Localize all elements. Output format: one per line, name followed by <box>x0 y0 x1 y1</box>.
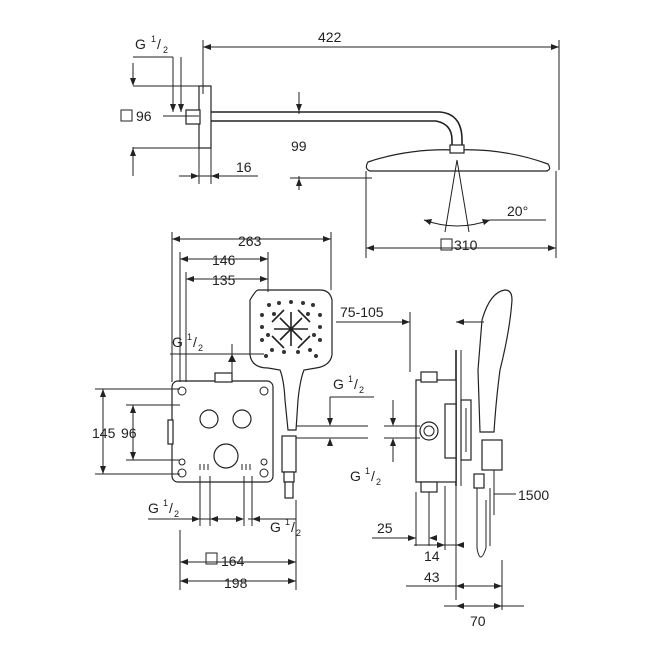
thread-label-top: G <box>135 36 146 52</box>
svg-text:2: 2 <box>163 45 168 55</box>
overhead-shower-view: 422 G 1 / 2 96 99 16 <box>120 29 560 258</box>
svg-text:2: 2 <box>296 528 301 538</box>
dim-422: 422 <box>318 29 342 45</box>
valve-knob-right <box>232 409 252 429</box>
spray-dots <box>260 300 322 358</box>
svg-text:/: / <box>291 519 295 535</box>
dim-164: 164 <box>221 553 245 569</box>
dim-263: 263 <box>238 233 262 249</box>
dim-14: 14 <box>424 548 440 564</box>
svg-text:2: 2 <box>174 509 179 519</box>
thread-label-bottom-left: G <box>148 500 159 516</box>
svg-text:/: / <box>354 376 358 392</box>
svg-text:1: 1 <box>365 466 370 476</box>
dim-145: 145 <box>92 425 116 441</box>
svg-text:/: / <box>169 500 173 516</box>
square-symbol-310 <box>440 238 453 251</box>
side-view: 75-105 G 1 / 2 25 14 43 <box>336 289 549 629</box>
shower-head <box>365 149 551 172</box>
valve-knob-left <box>199 409 219 429</box>
thread-label-side: G <box>350 468 361 484</box>
thread-label-box-top: G <box>172 334 183 350</box>
svg-text:1: 1 <box>187 332 192 342</box>
svg-text:1: 1 <box>348 374 353 384</box>
dim-99: 99 <box>291 138 307 154</box>
svg-text:/: / <box>157 36 161 52</box>
dim-43: 43 <box>424 569 440 585</box>
head-connector <box>449 144 465 154</box>
hose-outlet <box>281 435 297 473</box>
square-symbol-164 <box>205 552 218 565</box>
svg-text:2: 2 <box>359 385 364 395</box>
dim-70: 70 <box>470 613 486 629</box>
hose <box>476 488 491 558</box>
dim-96-box: 96 <box>121 425 137 441</box>
box-side-tab <box>167 419 174 445</box>
svg-text:/: / <box>193 334 197 350</box>
shower-arm <box>211 111 463 150</box>
box-top-tab <box>214 372 233 383</box>
valve-cartridge <box>213 443 239 469</box>
dim-198: 198 <box>224 575 248 591</box>
wall-flange <box>198 85 212 149</box>
dim-135: 135 <box>212 272 236 288</box>
svg-text:2: 2 <box>376 477 381 487</box>
thread-label-outlet: G <box>333 376 344 392</box>
svg-text:1: 1 <box>163 498 168 508</box>
dim-310: 310 <box>454 237 478 253</box>
flange-collar <box>185 109 201 125</box>
thread-label-bottom-right: G <box>270 519 281 535</box>
dim-25: 25 <box>377 520 393 536</box>
dim-16: 16 <box>236 159 252 175</box>
svg-text:1: 1 <box>151 34 156 44</box>
dim-1500: 1500 <box>518 487 549 503</box>
svg-text:2: 2 <box>198 343 203 353</box>
hand-shower-front <box>249 289 333 431</box>
dim-146: 146 <box>212 252 236 268</box>
svg-text:/: / <box>371 468 375 484</box>
dim-96-flange: 96 <box>136 108 152 124</box>
dim-20-degrees: 20° <box>507 203 528 219</box>
square-symbol-96 <box>120 109 133 122</box>
dim-75-105: 75-105 <box>340 304 384 320</box>
front-view: 263 146 135 G 1 / 2 G 1 / 2 <box>92 232 374 591</box>
svg-text:1: 1 <box>285 517 290 527</box>
hand-shower-side <box>477 289 513 433</box>
